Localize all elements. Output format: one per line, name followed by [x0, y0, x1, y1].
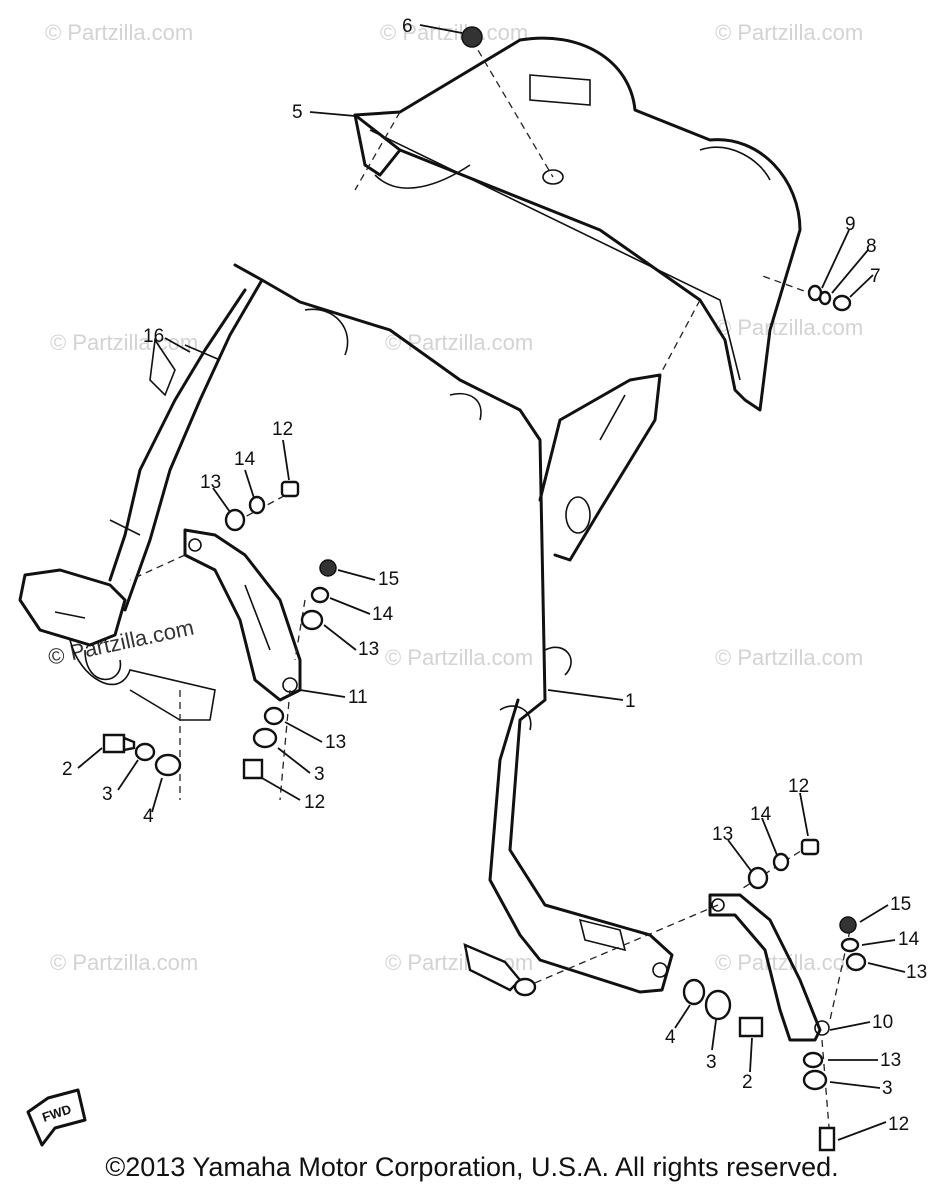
callout-number: 12 — [888, 1114, 909, 1135]
watermark: © Partzilla.com — [715, 20, 863, 45]
copyright-notice: ©2013 Yamaha Motor Corporation, U.S.A. A… — [105, 1152, 839, 1182]
callout-number: 16 — [143, 326, 164, 347]
callouts: 6 5 9 8 7 16 12 14 13 15 14 13 11 13 3 1… — [62, 16, 927, 1135]
watermark: © Partzilla.com — [50, 330, 198, 355]
callout-number: 3 — [882, 1078, 893, 1099]
callout-number: 11 — [348, 687, 368, 708]
callout-number: 14 — [898, 929, 920, 950]
callout-number: 14 — [750, 804, 772, 825]
callout-number: 13 — [200, 472, 221, 493]
watermark: © Partzilla.com — [385, 645, 533, 670]
left-mount-plate — [18, 568, 216, 721]
callout-number: 6 — [402, 16, 413, 37]
watermark-layer: © Partzilla.com © Partzilla.com © Partzi… — [45, 20, 863, 975]
callout-number: 3 — [314, 764, 325, 785]
callout-number: 2 — [742, 1072, 753, 1093]
callout-number: 4 — [143, 806, 154, 827]
callout-number: 12 — [272, 419, 293, 440]
callout-number: 13 — [325, 732, 346, 753]
callout-number: 10 — [872, 1012, 893, 1033]
callout-number: 5 — [292, 102, 303, 123]
callout-number: 13 — [906, 962, 927, 983]
watermark: © Partzilla.com — [715, 645, 863, 670]
callout-number: 13 — [880, 1050, 901, 1071]
watermark: © Partzilla.com — [715, 950, 863, 975]
callout-number: 7 — [870, 266, 881, 287]
watermark: © Partzilla.com — [45, 20, 193, 45]
callout-number: 2 — [62, 759, 73, 780]
callout-number: 14 — [372, 604, 394, 625]
callout-number: 3 — [102, 784, 113, 805]
watermark: © Partzilla.com — [380, 20, 528, 45]
hardware — [102, 26, 867, 1152]
watermark: © Partzilla.com — [715, 315, 863, 340]
callout-number: 8 — [866, 236, 877, 257]
cowl-cover — [353, 36, 802, 412]
right-clamp-bracket — [708, 893, 830, 1042]
watermark: © Partzilla.com — [50, 950, 198, 975]
left-clamp-bracket — [183, 528, 302, 702]
callout-number: 12 — [304, 792, 325, 813]
callout-number: 4 — [665, 1027, 676, 1048]
callout-number: 15 — [378, 569, 399, 590]
leader-lines — [77, 24, 906, 1141]
callout-number: 13 — [712, 824, 733, 845]
callout-number: 13 — [358, 639, 379, 660]
forward-label: FWD — [40, 1101, 73, 1124]
handlebar-frame — [108, 263, 674, 994]
forward-arrow-icon: FWD — [26, 1088, 87, 1147]
callout-number: 12 — [788, 776, 809, 797]
callout-number: 14 — [234, 449, 256, 470]
callout-number: 9 — [845, 214, 856, 235]
callout-number: 3 — [706, 1052, 717, 1073]
callout-number: 15 — [890, 894, 911, 915]
callout-number: 1 — [625, 691, 636, 712]
